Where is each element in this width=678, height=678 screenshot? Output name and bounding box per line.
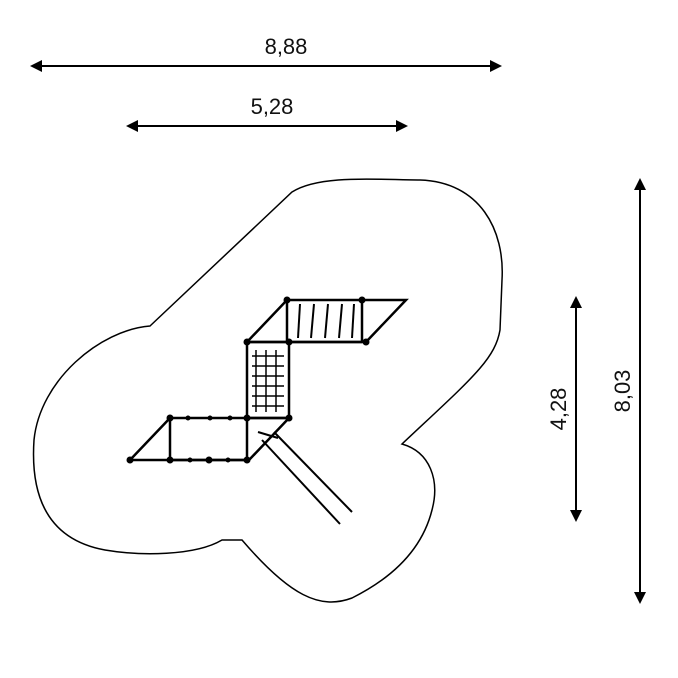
play-structure [126, 296, 409, 525]
safety-zone-outline [32, 178, 503, 603]
lower-platform [127, 416, 292, 462]
inner-height-label: 4,28 [546, 388, 571, 431]
dimension-lines [30, 60, 646, 604]
climbing-net [252, 350, 284, 412]
inner-width-label: 5,28 [251, 94, 294, 119]
posts [126, 296, 370, 464]
total-height-label: 8,03 [610, 370, 635, 413]
total-width-label: 8,88 [265, 34, 308, 59]
slide [257, 431, 353, 525]
step-rungs [297, 303, 355, 339]
